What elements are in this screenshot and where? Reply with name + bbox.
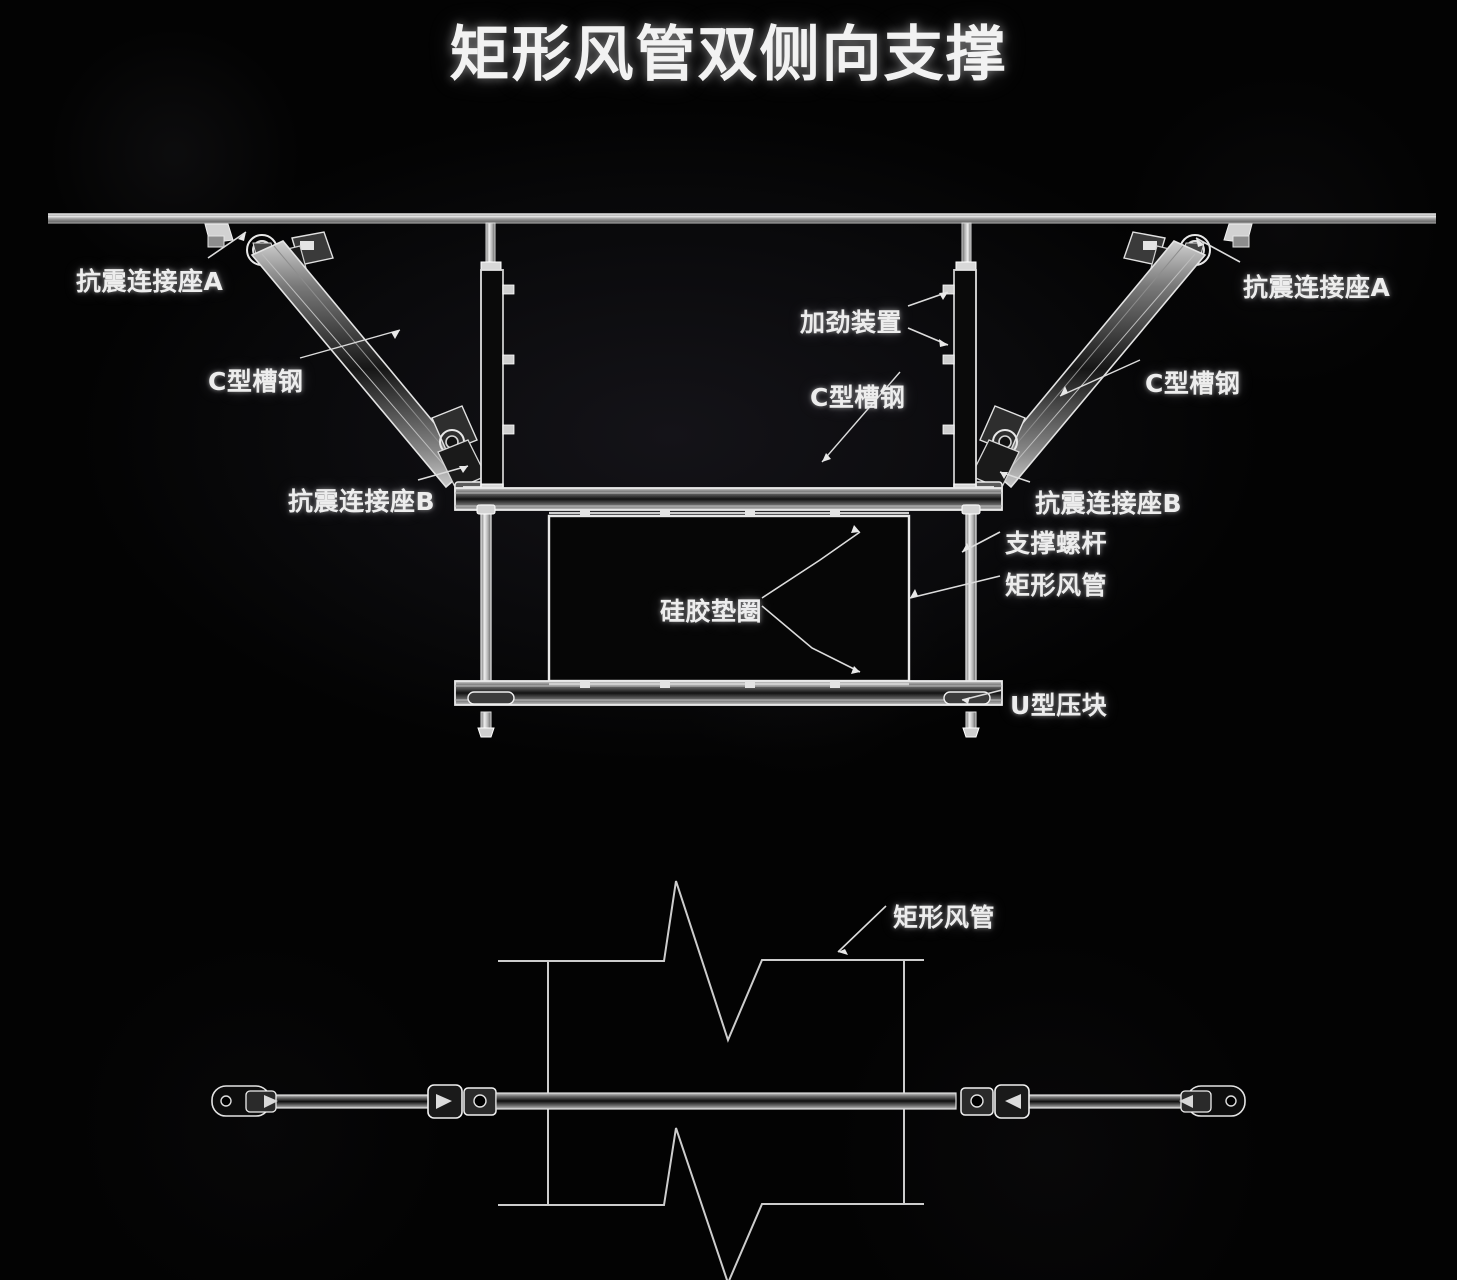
clevis-end-left [211, 1085, 278, 1117]
label-u-clamp: U型压块 [1010, 691, 1108, 720]
page-title: 矩形风管双侧向支撑 [449, 20, 1008, 90]
silicone-gasket-lines [549, 509, 909, 688]
coupling-right [960, 1084, 1030, 1119]
plan-brace-left [211, 1084, 497, 1119]
brace-assembly-left [204, 223, 496, 497]
label-c-channel-center: C型槽钢 [810, 383, 906, 412]
label-seismic-connector-b-right: 抗震连接座B [1035, 489, 1183, 518]
plan-brace-center [495, 1092, 957, 1110]
hanger-rod-right-assembly [942, 222, 977, 495]
label-rect-duct-plan: 矩形风管 [893, 903, 996, 932]
rectangular-duct-elevation [547, 514, 911, 683]
leader-arrowheads-elevation [238, 232, 1204, 704]
label-support-rod: 支撑螺杆 [1005, 529, 1108, 558]
ceiling-slab [48, 213, 1436, 224]
label-rect-duct-elevation: 矩形风管 [1005, 571, 1108, 600]
u-clamp-left [467, 691, 515, 705]
stiffening-device-right [942, 269, 977, 493]
label-stiffening-device: 加劲装置 [800, 308, 903, 337]
hanger-rod-left-assembly [480, 222, 515, 495]
plan-brace-right [960, 1084, 1246, 1119]
brace-assembly-right [961, 223, 1253, 497]
label-seismic-connector-a-right: 抗震连接座A [1243, 273, 1391, 302]
stiffening-device-left [480, 269, 515, 493]
coupling-left [427, 1084, 497, 1119]
label-c-channel-left: C型槽钢 [208, 367, 304, 396]
leader-lines-plan [837, 905, 887, 955]
clevis-end-right [1179, 1085, 1246, 1117]
duct-outline-plan [498, 880, 924, 1280]
label-silicone-gasket: 硅胶垫圈 [660, 597, 763, 626]
label-c-channel-right: C型槽钢 [1145, 369, 1241, 398]
label-seismic-connector-a-left: 抗震连接座A [76, 267, 224, 296]
label-seismic-connector-b-left: 抗震连接座B [288, 487, 436, 516]
upper-c-channel-beam [454, 487, 1003, 511]
seismic-connector-b-right-fitting [961, 405, 1026, 497]
